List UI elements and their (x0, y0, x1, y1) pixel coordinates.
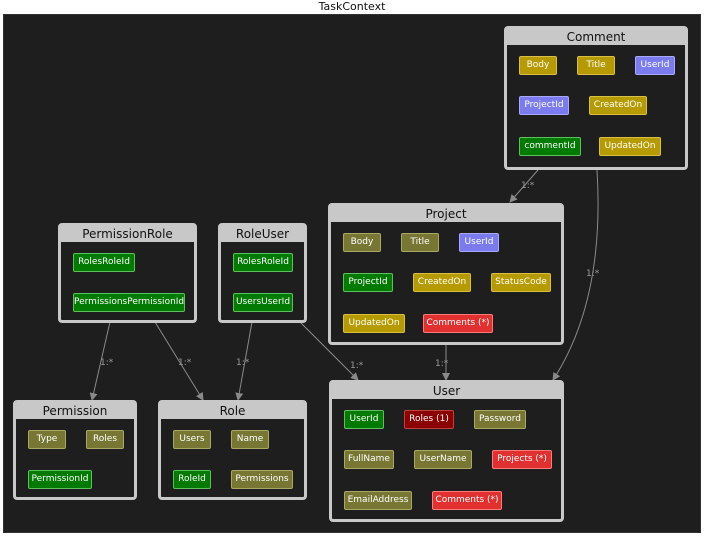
property-chip[interactable]: UsersUserId (233, 293, 293, 312)
entity-title: Permission (16, 403, 134, 419)
entity-project[interactable]: Project Body Title UserId ProjectId Crea… (328, 203, 564, 345)
property-chip[interactable]: commentId (519, 137, 581, 156)
multiplicity-label: 1:* (236, 358, 250, 368)
entity-role[interactable]: Role Users Name RoleId Permissions (158, 400, 307, 500)
entity-title: Role (161, 403, 304, 419)
entity-role-user[interactable]: RoleUser RolesRoleId UsersUserId (218, 223, 307, 323)
multiplicity-label: 1:* (100, 358, 114, 368)
property-chip[interactable]: PermissionId (28, 470, 92, 489)
multiplicity-label: 1:* (586, 269, 600, 279)
property-chip[interactable]: FullName (344, 450, 394, 469)
property-chip[interactable]: ProjectId (519, 96, 569, 115)
property-chip[interactable]: UserId (459, 233, 499, 252)
entity-comment[interactable]: Comment Body Title UserId ProjectId Crea… (504, 26, 688, 170)
entity-title: User (332, 383, 561, 399)
multiplicity-label: 1:* (178, 358, 192, 368)
entity-permission-role[interactable]: PermissionRole RolesRoleId PermissionsPe… (58, 223, 197, 323)
property-chip[interactable]: RolesRoleId (233, 253, 293, 272)
entity-title: PermissionRole (61, 226, 194, 242)
entity-permission[interactable]: Permission Type Roles PermissionId (13, 400, 137, 500)
property-chip[interactable]: Roles (1) (404, 410, 454, 429)
property-chip[interactable]: EmailAddress (344, 491, 412, 510)
property-chip[interactable]: Body (519, 56, 557, 75)
property-chip[interactable]: UserId (635, 56, 675, 75)
property-chip[interactable]: Comments (*) (423, 314, 493, 333)
entity-title: Comment (507, 29, 685, 45)
entity-user[interactable]: User UserId Roles (1) Password FullName … (329, 380, 564, 522)
property-chip[interactable]: Type (28, 430, 66, 449)
diagram-title: TaskContext (318, 0, 386, 13)
property-chip[interactable]: UserId (344, 410, 384, 429)
multiplicity-label: 1:* (521, 181, 535, 191)
entity-title: Project (331, 206, 561, 222)
property-chip[interactable]: Permissions (231, 470, 293, 489)
property-chip[interactable]: Title (401, 233, 439, 252)
entity-title: RoleUser (221, 226, 304, 242)
property-chip[interactable]: Body (343, 233, 381, 252)
property-chip[interactable]: RoleId (173, 470, 211, 489)
property-chip[interactable]: RolesRoleId (73, 253, 135, 272)
property-chip[interactable]: UpdatedOn (343, 314, 405, 333)
property-chip[interactable]: StatusCode (491, 273, 551, 292)
multiplicity-label: 1:* (350, 361, 364, 371)
property-chip[interactable]: Name (231, 430, 269, 449)
property-chip[interactable]: CreatedOn (413, 273, 471, 292)
property-chip[interactable]: Title (577, 56, 615, 75)
property-chip[interactable]: Projects (*) (492, 450, 552, 469)
property-chip[interactable]: CreatedOn (589, 96, 647, 115)
property-chip[interactable]: UpdatedOn (599, 137, 661, 156)
property-chip[interactable]: UserName (414, 450, 472, 469)
property-chip[interactable]: PermissionsPermissionId (73, 293, 185, 312)
property-chip[interactable]: Comments (*) (432, 491, 502, 510)
multiplicity-label: 1:* (435, 359, 449, 369)
property-chip[interactable]: ProjectId (343, 273, 393, 292)
property-chip[interactable]: Password (474, 410, 526, 429)
property-chip[interactable]: Users (173, 430, 211, 449)
property-chip[interactable]: Roles (86, 430, 124, 449)
